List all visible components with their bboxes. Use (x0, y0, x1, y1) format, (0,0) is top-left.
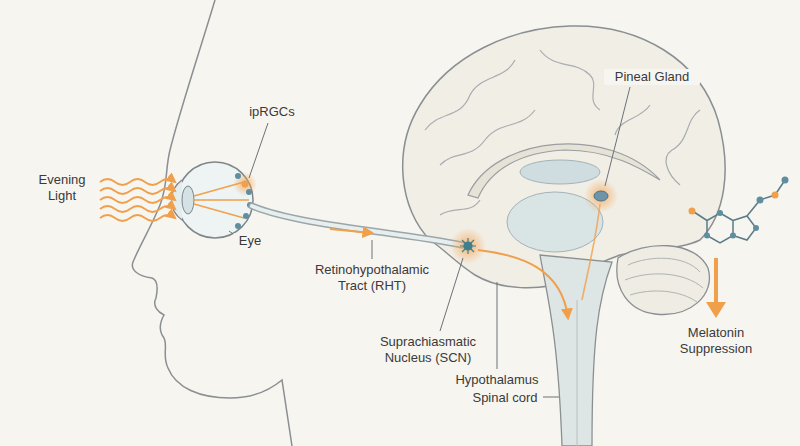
signal-arrow (330, 229, 372, 233)
neuron-body (464, 242, 472, 250)
brainstem (540, 255, 612, 446)
pineal-gland (594, 191, 608, 201)
molecule-bonds (694, 180, 785, 243)
leader-line (440, 258, 463, 331)
retinohypothalamic-tract-core (252, 206, 462, 245)
scn-glow (450, 228, 486, 264)
light-waves (100, 179, 175, 221)
fold-line (630, 291, 697, 302)
signal-pathway (582, 204, 600, 300)
atom (689, 208, 696, 215)
brain-gyri (425, 50, 700, 215)
retinal-cell (235, 223, 241, 229)
suppression-arrow (714, 258, 718, 304)
atom (717, 210, 723, 216)
atom (753, 225, 759, 231)
pineal-glow (584, 179, 618, 213)
iprgc-cells (235, 173, 253, 229)
fold-line (628, 258, 700, 272)
gyrus-line (440, 200, 480, 215)
cerebellum (617, 246, 710, 315)
atom (757, 197, 764, 204)
part-label: Hypothalamus (447, 372, 547, 388)
part-label: Suprachiasmatic Nucleus (SCN) (369, 334, 487, 365)
ray (194, 204, 244, 218)
part-label: Pineal Gland (604, 69, 700, 85)
cornea (172, 180, 183, 220)
part-label: Eye (233, 233, 267, 249)
light-wave (100, 215, 175, 221)
part-label: ipRGCs (237, 104, 307, 120)
spinal-cord-line (577, 300, 578, 446)
leader-line (543, 397, 559, 398)
lens (182, 186, 194, 214)
part-label: Evening Light (30, 172, 94, 203)
retinal-cell (235, 173, 241, 179)
retinal-cell (243, 213, 249, 219)
gyrus-line (666, 110, 700, 185)
leader-lines (229, 87, 630, 397)
light-wave (100, 206, 175, 212)
leader-line (497, 282, 498, 369)
leader-line (372, 240, 373, 259)
retinohypothalamic-tract (252, 206, 462, 245)
gyrus-line (425, 60, 515, 130)
light-wave (100, 188, 175, 194)
leader-line (249, 123, 268, 178)
corpus-callosum (468, 144, 660, 198)
ray (194, 199, 249, 200)
melatonin-molecule (689, 177, 789, 244)
face-profile (132, 0, 292, 446)
gyrus-line (540, 50, 600, 110)
light-wave (100, 179, 175, 185)
fold-line (625, 274, 703, 288)
signal-pathway (478, 250, 568, 318)
atom (730, 233, 736, 239)
atom (782, 177, 789, 184)
suppression-arrowhead (706, 302, 726, 318)
part-label: Melatonin Suppression (670, 325, 762, 356)
iprgc-glow (233, 172, 257, 196)
iprgc-highlight (242, 181, 249, 188)
leader-line (605, 87, 630, 186)
scn-neuron (460, 238, 476, 254)
ventricle (520, 160, 600, 184)
part-label: Retinohypothalamic Tract (RHT) (304, 262, 440, 293)
retinal-cell (246, 189, 252, 195)
atom (772, 192, 779, 199)
gyrus-line (615, 105, 650, 135)
atom (704, 233, 710, 239)
light-wave (100, 197, 175, 203)
cerebellum-folds (625, 258, 703, 302)
neuron-spokes (460, 238, 476, 254)
part-label: Spinal cord (467, 390, 543, 406)
